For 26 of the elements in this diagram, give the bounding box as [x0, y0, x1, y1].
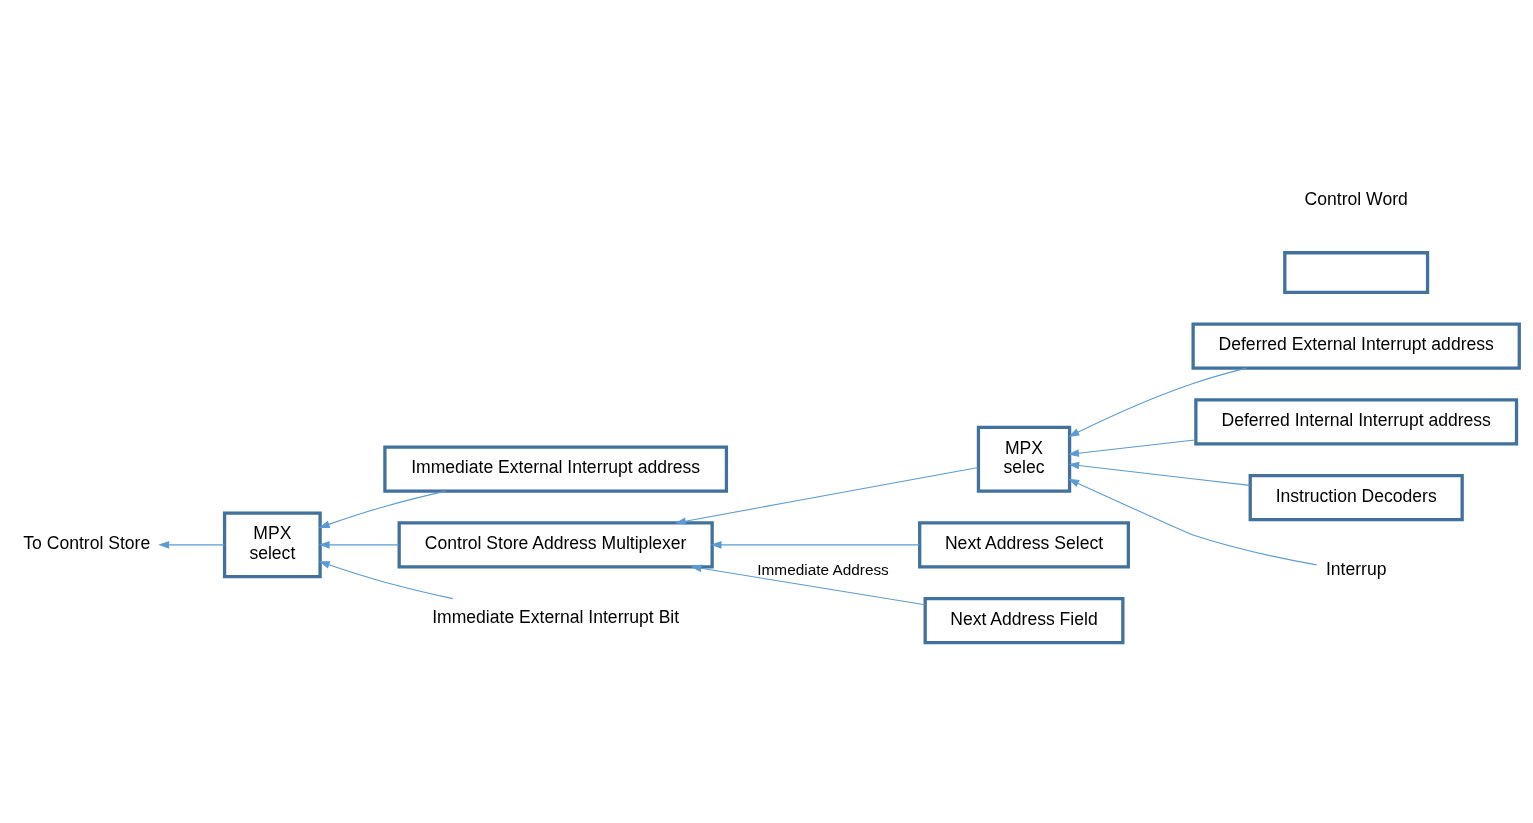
arrow — [1068, 367, 1247, 437]
node-text: Interrup — [1325, 558, 1387, 579]
node-text: Immediate External Interrupt Bit — [432, 606, 680, 627]
node-box: MPX selec — [976, 425, 1072, 493]
arrow — [158, 540, 226, 549]
arrow — [674, 466, 979, 525]
node-box: Immediate External Interrupt address — [383, 445, 729, 493]
node-text: To Control Store — [23, 532, 151, 553]
node-box: MPX select — [222, 510, 322, 578]
node-box: Instruction Decoders — [1248, 473, 1464, 521]
node-box: Next Address Field — [923, 596, 1125, 644]
arrow — [690, 564, 926, 605]
arrow — [318, 490, 447, 528]
edge-label: Immediate Address — [757, 560, 889, 578]
node-box: Control Store Address Multiplexer — [397, 520, 714, 568]
node-box — [1283, 250, 1430, 294]
arrow — [1068, 478, 1318, 565]
label: Control Word — [1304, 188, 1408, 209]
arrow — [1068, 461, 1251, 486]
node-box: Next Address Select — [918, 520, 1130, 568]
arrow — [318, 540, 400, 549]
arrow — [1067, 438, 1196, 457]
arrow — [710, 540, 920, 549]
node-box: Deferred Internal Interrupt address — [1194, 397, 1519, 445]
node-box: Deferred External Interrupt address — [1191, 322, 1521, 370]
arrow — [318, 560, 454, 599]
